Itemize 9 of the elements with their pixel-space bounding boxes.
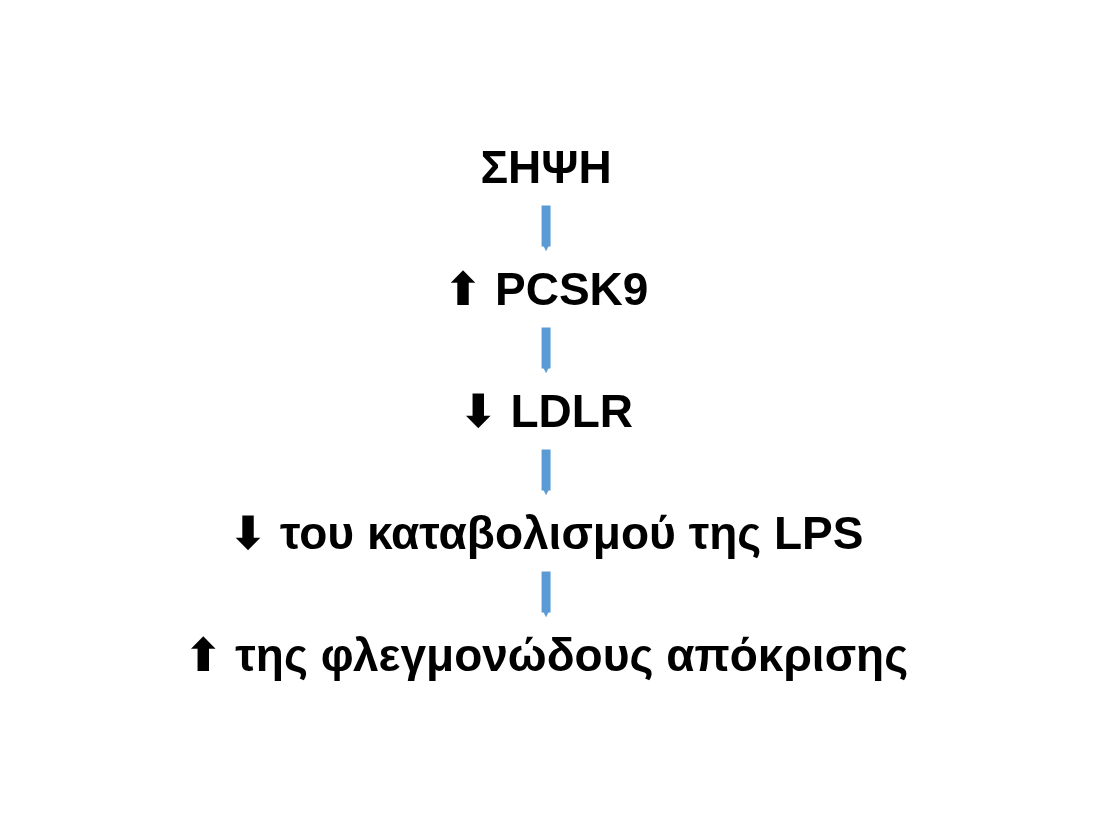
arrow [542,570,551,617]
node-text: ⬆ PCSK9 [444,262,649,315]
node-text: ⬇ του καταβολισμού της LPS [229,506,864,559]
arrow [542,326,551,373]
node-text: ΣΗΨΗ [480,140,613,193]
arrow [542,448,551,495]
arrow [542,204,551,251]
node-text: ⬇ LDLR [459,384,634,437]
node-text: ⬆ της φλεγμονώδους απόκρισης [184,628,909,681]
